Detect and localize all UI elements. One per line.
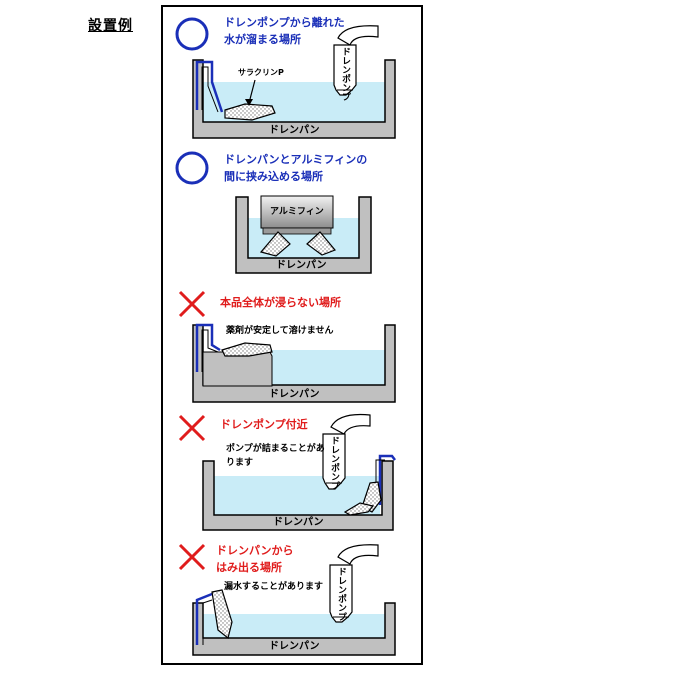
tablet [221, 342, 273, 357]
raised-step [202, 351, 273, 387]
caption-line: ドレンポンプ付近 [220, 418, 308, 431]
caption-line: はみ出る場所 [216, 561, 282, 574]
example-4-note: ポンプが詰まることがあ ります [226, 442, 325, 470]
example-5-caption: ドレンパンから はみ出る場所 [216, 542, 294, 576]
drain-pan [202, 460, 394, 531]
drain-pan [192, 324, 396, 403]
example-5-note: 漏水することがあります [224, 582, 324, 592]
tablet-label: サラクリンP [238, 68, 284, 77]
caption-line: ドレンパンから [216, 544, 294, 557]
caption-line: 水が溜まる場所 [224, 33, 301, 46]
tablet [224, 103, 276, 121]
tablet [259, 231, 291, 257]
drain-pan-label: ドレンパン [269, 125, 320, 136]
ng-cross-icon [178, 414, 206, 442]
drain-pan-label: ドレンパン [273, 517, 324, 528]
pump [329, 564, 353, 623]
example-2-diagram [235, 195, 372, 274]
pump [333, 44, 357, 96]
note-line: ポンプが詰まることがあ [226, 444, 325, 454]
pump-label: ドレンポンプ [329, 436, 339, 490]
caption-line: 間に挟み込める場所 [224, 170, 323, 183]
caption-line: ドレンポンプから離れた [224, 16, 345, 29]
ok-circle-icon [175, 151, 209, 185]
example-4-diagram [202, 413, 396, 531]
example-3-caption: 本品全体が浸らない場所 [220, 294, 341, 311]
aluminum-fin [260, 195, 334, 229]
example-4-caption: ドレンポンプ付近 [220, 416, 308, 433]
ng-cross-icon [178, 290, 206, 318]
pump-label: ドレンポンプ [340, 47, 350, 101]
pump [322, 433, 346, 490]
caption-line: ドレンパンとアルミフィンの [224, 153, 368, 166]
example-1-caption: ドレンポンプから離れた 水が溜まる場所 [224, 14, 345, 48]
example-3-diagram [192, 323, 396, 403]
water [203, 614, 387, 639]
ok-circle-icon [175, 17, 209, 51]
ng-cross-icon [178, 543, 206, 571]
example-2-caption: ドレンパンとアルミフィンの 間に挟み込める場所 [224, 151, 367, 185]
drain-pan [235, 196, 372, 274]
pump-label: ドレンポンプ [336, 567, 346, 621]
example-5-diagram [192, 544, 396, 656]
example-1-diagram [192, 25, 396, 139]
caption-line: 本品全体が浸らない場所 [220, 296, 341, 309]
page-title: 設置例 [88, 18, 133, 34]
aluminum-fin-label: アルミフィン [270, 207, 324, 217]
water [272, 350, 387, 386]
drain-pan-label: ドレンパン [269, 389, 320, 400]
tablet [343, 502, 375, 516]
drain-pan-label: ドレンパン [269, 641, 320, 652]
drain-pan [192, 59, 396, 139]
tablet [306, 231, 336, 256]
note-line: ります [226, 458, 254, 468]
examples-frame [161, 5, 423, 665]
tablet [211, 589, 233, 640]
example-3-note: 薬剤が安定して溶けません [226, 326, 334, 336]
drain-pan-label: ドレンパン [276, 260, 327, 271]
